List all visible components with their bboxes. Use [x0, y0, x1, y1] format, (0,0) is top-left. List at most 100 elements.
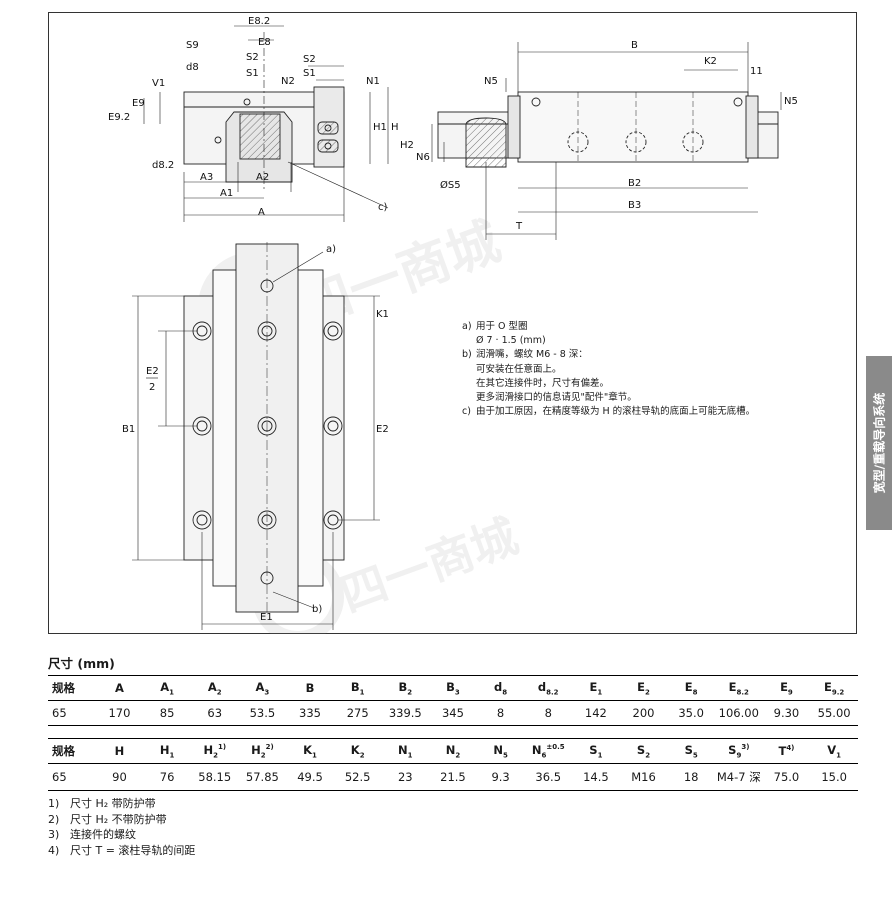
table-cell: 170: [95, 700, 144, 727]
table-cell: 90: [95, 763, 144, 792]
table-cell: 76: [143, 763, 191, 792]
table-cell: 9.3: [476, 763, 525, 792]
table-cell: 36.5: [524, 763, 573, 792]
table-cell: 23: [381, 763, 430, 792]
note-row: Ø 7 · 1.5 (mm): [462, 334, 755, 348]
chapter-side-tab[interactable]: 宽型/重载导向系统: [866, 356, 892, 530]
column-header: N2: [429, 737, 477, 765]
column-header: N6±0.5: [524, 737, 573, 765]
footnote-text: 尺寸 T = 滚柱导轨的间距: [70, 843, 196, 857]
label-b3: B3: [628, 200, 641, 211]
label-e82: E8.2: [248, 16, 270, 27]
label-t: T: [515, 221, 523, 232]
table-cell: 8: [476, 700, 525, 727]
footnote-text: 尺寸 H₂ 不带防护带: [70, 812, 167, 826]
label-s5: ØS5: [440, 179, 461, 191]
table-cell: 15.0: [810, 763, 858, 792]
column-header: d8.2: [524, 674, 573, 702]
column-header: S5: [667, 737, 715, 765]
label-s2b: S2: [303, 54, 316, 65]
table-cell: M4-7 深: [714, 763, 763, 792]
column-header: V1: [810, 737, 858, 765]
note-key: c): [462, 406, 471, 418]
side-view: [431, 42, 782, 240]
table-cell: 65: [48, 700, 96, 727]
column-header: N1: [381, 737, 430, 765]
column-header: B3: [429, 674, 477, 702]
label-n5b: N5: [784, 96, 798, 107]
drawing-frame: [48, 12, 857, 634]
footnote: 1)尺寸 H₂ 带防护带: [48, 796, 195, 812]
label-note-a: a): [326, 244, 336, 255]
label-two: 2: [149, 382, 155, 393]
footnote: 3)连接件的螺纹: [48, 827, 195, 843]
label-b1: B1: [122, 424, 135, 435]
label-note-b: b): [312, 604, 322, 615]
table-cell: 58.15: [190, 763, 239, 792]
note-text: 可安装在任意面上。: [476, 363, 562, 375]
column-header: H21): [190, 737, 239, 765]
column-header: K1: [286, 737, 334, 765]
label-d8: d8: [186, 62, 199, 73]
label-h2: H2: [400, 140, 414, 151]
column-header: d8: [476, 674, 525, 702]
table-cell: 57.85: [238, 763, 287, 792]
column-header: 规格: [48, 737, 96, 765]
footnote-number: 1): [48, 797, 60, 810]
column-header: S1: [572, 737, 620, 765]
column-header: T4): [762, 737, 811, 765]
label-n6: N6: [416, 152, 430, 163]
table-cell: 49.5: [286, 763, 334, 792]
table-cell: 53.5: [238, 700, 287, 727]
note-key: a): [462, 321, 472, 332]
end-view: [143, 25, 389, 222]
column-header: E9: [762, 674, 811, 702]
note-text: 在其它连接件时，尺寸有偏差。: [476, 377, 610, 389]
note-text: 润滑嘴，螺纹 M6 - 8 深：: [476, 349, 588, 361]
note-row: c)由于加工原因，在精度等级为 H 的滚柱导轨的底面上可能无底槽。: [462, 405, 755, 419]
note-row: b)润滑嘴，螺纹 M6 - 8 深：: [462, 348, 755, 362]
footnote: 4)尺寸 T = 滚柱导轨的间距: [48, 843, 195, 859]
note-key: [462, 377, 476, 391]
column-header: H: [95, 737, 144, 765]
table-cell: 275: [333, 700, 382, 727]
column-header: B2: [381, 674, 430, 702]
label-e8: E8: [258, 37, 271, 48]
label-h1: H1: [373, 122, 387, 133]
table-cell: 18: [667, 763, 715, 792]
note-text: 更多润滑接口的信息请见"配件"章节。: [476, 392, 637, 404]
column-header: E8.2: [714, 674, 763, 702]
column-header: E1: [572, 674, 620, 702]
label-h: H: [391, 122, 399, 133]
chapter-side-tab-label: 宽型/重载导向系统: [872, 392, 887, 494]
column-header: E8: [667, 674, 715, 702]
table-cell: 52.5: [333, 763, 382, 792]
table-cell: 75.0: [762, 763, 811, 792]
column-header: H1: [143, 737, 191, 765]
column-header: S2: [619, 737, 668, 765]
column-header: 规格: [48, 674, 96, 702]
note-text: Ø 7 · 1.5 (mm): [476, 335, 546, 347]
table-cell: 63: [190, 700, 239, 727]
table-cell: 345: [429, 700, 477, 727]
label-n2: N2: [281, 76, 295, 87]
column-header: B: [286, 674, 334, 702]
column-header: B1: [333, 674, 382, 702]
label-b2: B2: [628, 178, 641, 189]
label-k2: K2: [704, 56, 717, 67]
plan-view: [132, 242, 380, 630]
column-header: E2: [619, 674, 668, 702]
notes: a)用于 O 型圈 Ø 7 · 1.5 (mm) b)润滑嘴，螺纹 M6 - 8…: [462, 320, 755, 419]
table-cell: 9.30: [762, 700, 811, 727]
footnote-number: 3): [48, 828, 60, 841]
note-key: [462, 391, 476, 405]
label-e1: E1: [260, 612, 273, 623]
label-e2: E2: [376, 424, 389, 435]
label-e92: E9.2: [108, 112, 130, 123]
note-row: 在其它连接件时，尺寸有偏差。: [462, 377, 755, 391]
label-v1: V1: [152, 78, 165, 89]
